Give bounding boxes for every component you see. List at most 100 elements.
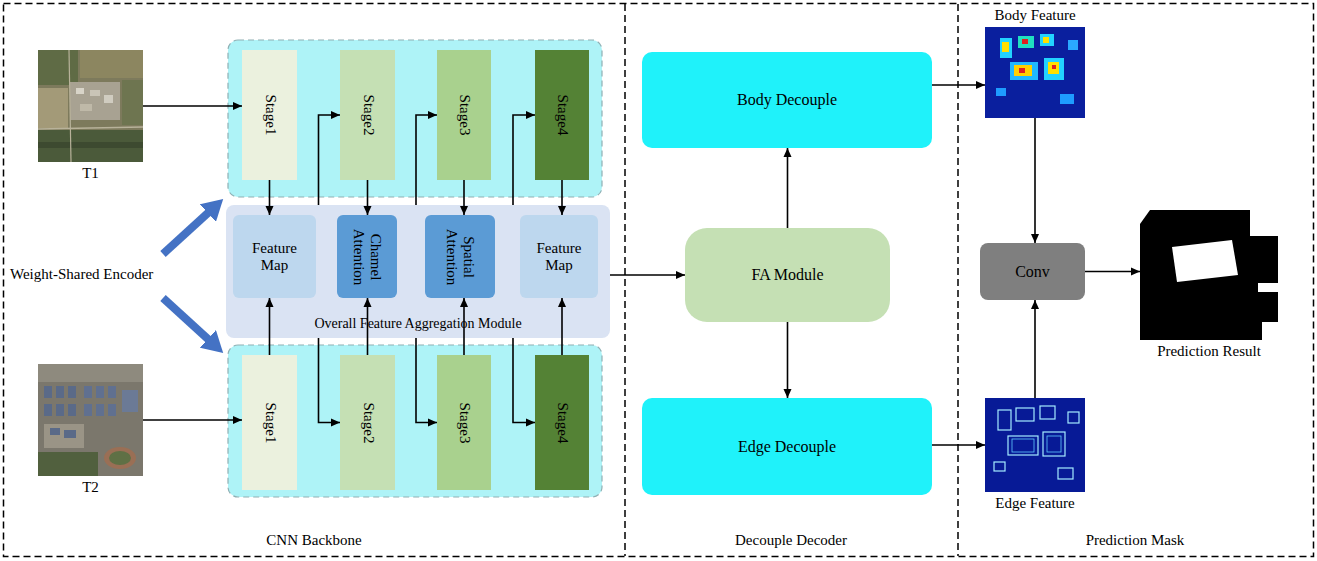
connector <box>460 180 468 215</box>
image-frame: T1 <box>38 50 143 162</box>
connector <box>416 111 437 205</box>
stage-box: Stage2 <box>340 355 395 490</box>
arrow-head <box>428 419 437 427</box>
connector <box>513 338 535 427</box>
node-text: Stage1 <box>261 402 278 443</box>
image-frame: Prediction Result <box>1140 210 1278 340</box>
satellite-image <box>38 364 143 476</box>
connector <box>1085 268 1140 276</box>
connector <box>143 102 242 110</box>
stage-box: Stage3 <box>437 355 491 490</box>
arrow-head <box>976 441 985 449</box>
arrow-head <box>1031 234 1039 243</box>
arrow-head <box>676 271 685 279</box>
outer-frame <box>4 4 1314 557</box>
connector <box>558 298 566 355</box>
arrow-head <box>558 206 566 215</box>
node-text: Overall Feature Aggregation Module <box>314 316 521 332</box>
arrow-head <box>784 389 792 398</box>
panel-label: CNN Backbone <box>266 532 361 549</box>
encoder-band <box>228 345 602 497</box>
stage-box: Stage4 <box>535 50 589 180</box>
arrow-head <box>526 111 535 119</box>
connector-line <box>610 274 685 276</box>
connector-line <box>143 419 242 421</box>
image-frame: T2 <box>38 364 143 476</box>
node-text: Body Decouple <box>737 91 837 109</box>
connector <box>1031 300 1039 398</box>
arrow-head <box>331 111 340 119</box>
connector <box>558 180 566 215</box>
node-text: Edge Decouple <box>738 437 836 455</box>
panel-label: Prediction Mask <box>1086 532 1185 549</box>
connector-line <box>143 105 242 107</box>
panel-divider <box>957 4 959 556</box>
connector-line <box>787 322 789 398</box>
arrow-head <box>784 148 792 157</box>
arrow-head <box>526 419 535 427</box>
shared-arrow <box>163 298 209 340</box>
attention-box: Chamel Attention <box>337 215 397 298</box>
stage-box: Stage2 <box>340 50 395 180</box>
aggregation-module: Overall Feature Aggregation Module Featur… <box>226 205 610 338</box>
connector <box>784 322 792 398</box>
stage-box: Stage4 <box>535 355 589 490</box>
connector <box>932 81 985 89</box>
connector <box>513 111 535 205</box>
node-text: Stage2 <box>359 402 376 443</box>
fa-module-box: FA Module <box>685 228 890 322</box>
image-frame: Body Feature <box>985 27 1085 118</box>
connector-line <box>416 115 437 205</box>
arrow-head <box>976 81 985 89</box>
arrow-head <box>266 206 274 215</box>
connector-line <box>416 338 437 423</box>
connector <box>932 441 985 449</box>
satellite-image <box>38 50 143 162</box>
node-text: Chamel Attention <box>350 221 385 293</box>
decouple-box: Body Decouple <box>642 52 932 148</box>
node-text: Stage2 <box>359 95 376 136</box>
conv-box: Conv <box>980 243 1085 300</box>
heatmap-image <box>985 27 1085 118</box>
connector <box>143 416 242 424</box>
module-ground <box>226 205 610 338</box>
node-text: FA Module <box>751 266 823 284</box>
connector <box>319 111 341 205</box>
arrow-head <box>331 419 340 427</box>
node-text: Stage3 <box>455 95 472 136</box>
connector-line <box>1034 300 1036 398</box>
arrow-head <box>1031 300 1039 309</box>
image-frame: Edge Feature <box>985 398 1085 492</box>
node-text: Body Feature <box>994 7 1075 24</box>
node-text: Conv <box>1015 262 1050 280</box>
feature-map-box: Feature Map <box>233 215 316 298</box>
shared-arrow <box>163 212 209 254</box>
connector-line <box>319 115 341 205</box>
connector <box>266 180 274 215</box>
connector <box>319 338 341 427</box>
arrow-head <box>364 206 372 215</box>
arrow-head <box>266 298 274 307</box>
connector-line <box>513 115 535 205</box>
connector-line <box>787 148 789 228</box>
stage-box: Stage3 <box>437 50 491 180</box>
connector <box>610 271 685 279</box>
connector <box>416 338 437 427</box>
node-text: Spatial Attention <box>443 221 478 293</box>
arrow-head <box>233 102 242 110</box>
arrow-head <box>460 206 468 215</box>
node-text: Stage1 <box>261 95 278 136</box>
decouple-box: Edge Decouple <box>642 398 932 495</box>
connector-line <box>319 338 341 423</box>
connector <box>266 298 274 355</box>
arrow-head <box>460 298 468 307</box>
encoder-band <box>228 40 602 197</box>
connector <box>364 180 372 215</box>
edge-map-image <box>985 398 1085 492</box>
arrow-head <box>1131 268 1140 276</box>
connector-line <box>513 338 535 423</box>
connector <box>1031 118 1039 243</box>
node-text: Prediction Result <box>1157 343 1261 360</box>
node-text: Edge Feature <box>995 495 1075 512</box>
